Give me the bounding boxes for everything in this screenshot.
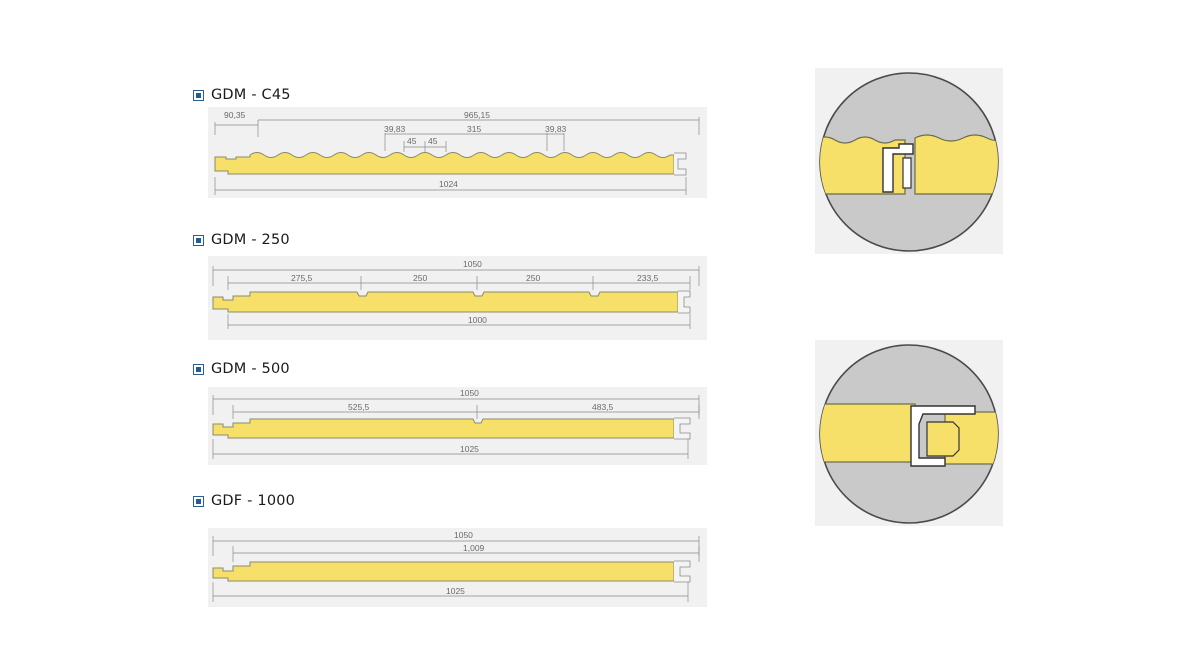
dim-label: 1000 [468, 315, 487, 325]
square-bullet-icon [193, 363, 204, 375]
dim-label: 1024 [439, 179, 458, 189]
panel-drawing-gdm-250: 1050 275,5 250 250 233,5 1000 [208, 256, 707, 340]
panel-title-gdm-500: GDM - 500 [193, 360, 290, 378]
dim-label: 250 [526, 273, 540, 283]
dim-label: 1050 [460, 388, 479, 398]
dim-label: 39,83 [545, 124, 567, 134]
square-bullet-icon [193, 234, 204, 246]
square-bullet-icon [193, 495, 204, 507]
dim-label: 483,5 [592, 402, 614, 412]
dim-label: 39,83 [384, 124, 406, 134]
joint-detail-c45-drawing [819, 72, 999, 252]
panel-drawing-gdm-c45: 90,35 965,15 39,83 315 39,83 45 45 1024 [208, 107, 707, 198]
dim-label: 525,5 [348, 402, 370, 412]
dim-label: 45 [428, 136, 438, 146]
dim-label: 1050 [463, 259, 482, 269]
square-bullet-icon [193, 89, 204, 101]
panel-profile-gdf-1000: 1050 1,009 1025 [212, 530, 700, 602]
dim-label: 233,5 [637, 273, 659, 283]
joint-detail-flat-drawing [819, 344, 999, 524]
joint-detail-c45 [815, 68, 1003, 254]
panel-title-gdm-c45: GDM - C45 [193, 86, 291, 104]
panel-profile-gdm-c45: 90,35 965,15 39,83 315 39,83 45 45 1024 [214, 110, 700, 195]
dim-label: 315 [467, 124, 481, 134]
panel-drawing-gdf-1000: 1050 1,009 1025 [208, 528, 707, 607]
joint-detail-flat [815, 340, 1003, 526]
dim-label: 1025 [460, 444, 479, 454]
panel-title-gdf-1000: GDF - 1000 [193, 492, 295, 510]
panel-profile-gdm-250: 1050 275,5 250 250 233,5 1000 [212, 259, 700, 329]
dim-label: 250 [413, 273, 427, 283]
panel-drawing-gdm-500: 1050 525,5 483,5 1025 [208, 387, 707, 465]
dim-label: 1025 [446, 586, 465, 596]
dim-label: 1050 [454, 530, 473, 540]
panel-title-gdm-250: GDM - 250 [193, 231, 290, 249]
dim-label: 965,15 [464, 110, 490, 120]
dim-label: 1,009 [463, 543, 485, 553]
dim-label: 275,5 [291, 273, 313, 283]
panel-profile-gdm-500: 1050 525,5 483,5 1025 [212, 388, 700, 459]
dim-label: 90,35 [224, 110, 246, 120]
dim-label: 45 [407, 136, 417, 146]
